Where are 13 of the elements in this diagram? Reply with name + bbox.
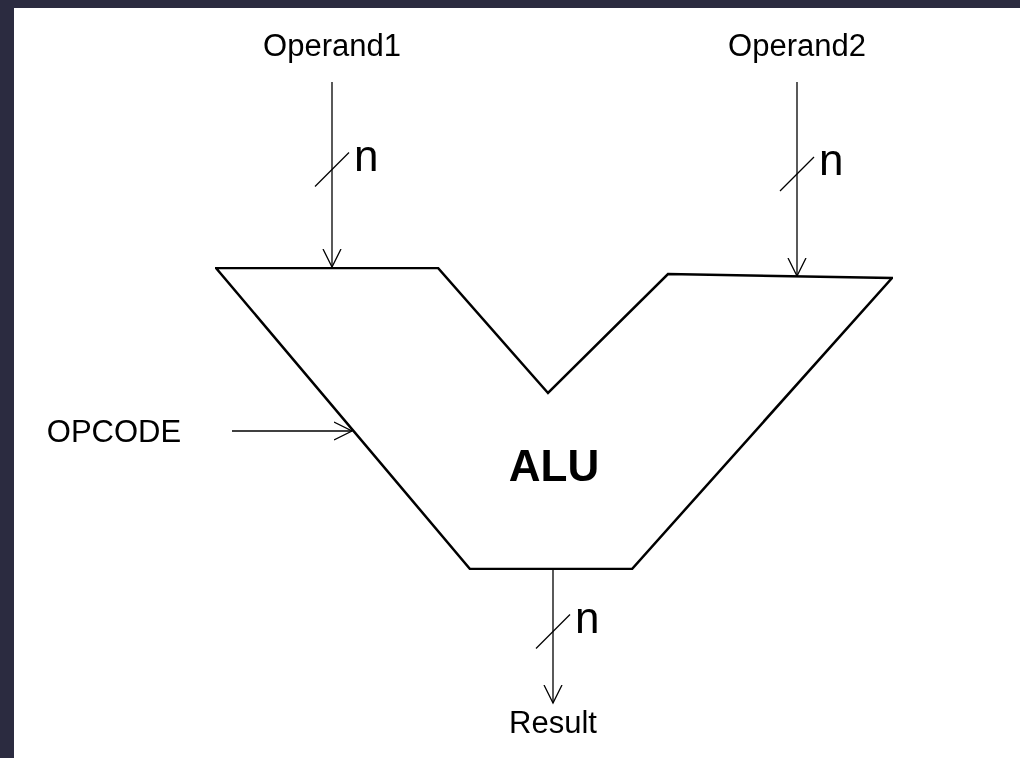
alu-label: ALU (508, 444, 600, 488)
signal-label: Operand1 (252, 20, 412, 70)
edge-label: n (354, 133, 379, 178)
signal-label: Result (493, 697, 613, 747)
arrow (543, 569, 563, 704)
arrow (231, 421, 353, 441)
signal-label: Operand2 (717, 20, 877, 70)
edge-label: n (819, 138, 844, 182)
arrow (322, 81, 342, 268)
signal-label: OPCODE (14, 406, 214, 456)
alu-shape (215, 267, 893, 570)
edge-label: n (575, 595, 600, 640)
arrow (787, 81, 807, 277)
